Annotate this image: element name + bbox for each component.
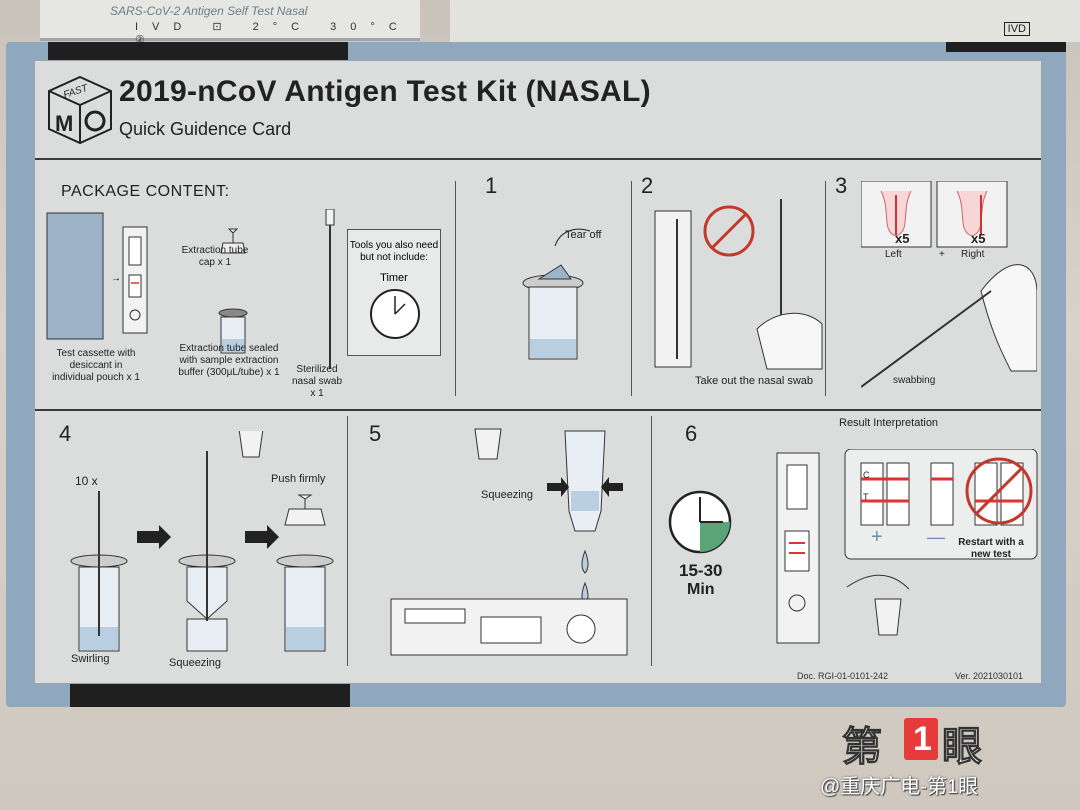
- swirling-label: Swirling: [71, 653, 110, 665]
- result-c-label: C: [863, 470, 870, 480]
- step-3-times-left: x5: [895, 231, 910, 246]
- kit-box-text: SARS-CoV-2 Antigen Self Test Nasal: [110, 4, 308, 18]
- divider-v4: [347, 416, 348, 666]
- svg-text:→: →: [111, 273, 121, 284]
- step-1-number: 1: [485, 173, 498, 198]
- svg-text:M: M: [55, 111, 73, 136]
- timer-icon: [370, 289, 420, 339]
- background-boxes: SARS-CoV-2 Antigen Self Test Nasal IVD ⊡…: [0, 0, 1080, 46]
- watermark-badge: 1: [904, 718, 938, 760]
- pouch-icon: [46, 212, 104, 340]
- swab-icon: [325, 209, 335, 226]
- push-firmly-label: Push firmly: [271, 473, 326, 485]
- package-illustrations: →: [46, 209, 335, 369]
- step-2-swab-icon: [654, 199, 823, 370]
- tear-off-label: Tear off: [565, 229, 602, 241]
- card-title: 2019-nCoV Antigen Test Kit (NASAL): [119, 75, 651, 108]
- svg-text:FAST: FAST: [62, 83, 90, 101]
- result-negative-sign: —: [927, 527, 945, 547]
- kit-box-left: SARS-CoV-2 Antigen Self Test Nasal IVD ⊡…: [40, 0, 420, 46]
- step-3-nose-icon: [861, 181, 1037, 388]
- swab-label: Sterilized nasal swab x 1: [291, 364, 343, 399]
- step-4-number: 4: [59, 421, 72, 446]
- card-inner: FAST M 2019-nCoV Antigen Test Kit (NASAL…: [34, 60, 1042, 684]
- divider-v2: [631, 181, 632, 396]
- step-5-illustration: [390, 428, 628, 656]
- tools-box: Tools you also need but not include: Tim…: [347, 229, 441, 356]
- divider-v5: [651, 416, 652, 666]
- step-5-number: 5: [369, 421, 382, 446]
- package-content-title: PACKAGE CONTENT:: [61, 183, 230, 200]
- result-restart-label: Restart with a new test: [958, 537, 1024, 560]
- step-3-right: Right: [961, 249, 985, 260]
- ivd-symbol: IVD: [1003, 22, 1030, 36]
- result-t-label: T: [863, 492, 869, 502]
- tube-icon: [218, 308, 248, 318]
- timer-label: Timer: [380, 272, 408, 284]
- step-4-illustration: [70, 431, 334, 652]
- cap-label: Extraction tube cap x 1: [181, 245, 249, 268]
- fastmo-logo-icon: FAST M: [48, 75, 112, 145]
- divider-top: [35, 158, 1041, 160]
- version-number: Ver. 2021030101: [955, 671, 1024, 681]
- cap-icon: [220, 228, 246, 254]
- step-5-squeezing-label: Squeezing: [481, 489, 533, 501]
- watermark-logo-left: 第: [842, 725, 883, 770]
- result-interpretation-illustration: [776, 449, 1038, 644]
- doc-number: Doc. RGI-01-0101-242: [797, 671, 889, 681]
- kit-box-right: IVD: [450, 0, 1080, 42]
- result-positive-sign: +: [871, 526, 883, 548]
- result-interpretation-title: Result Interpretation: [839, 417, 939, 429]
- step-3-times-right: x5: [971, 231, 986, 246]
- step-4-squeezing-label: Squeezing: [169, 657, 221, 669]
- step-6-number: 6: [685, 421, 698, 446]
- watermark-logo-right: 眼: [942, 725, 983, 770]
- step-2-number: 2: [641, 173, 654, 198]
- guidance-card: FAST M 2019-nCoV Antigen Test Kit (NASAL…: [6, 42, 1066, 707]
- card-edge-dark-right: [946, 42, 1066, 52]
- cassette-label: Test cassette with desiccant in individu…: [52, 348, 140, 383]
- step-1-tube-icon: [522, 228, 591, 360]
- step-3-plus: +: [939, 249, 945, 260]
- step-3-caption: swabbing: [893, 375, 936, 386]
- card-edge-dark: [48, 42, 348, 62]
- card-subtitle: Quick Guidence Card: [119, 119, 292, 139]
- step-4-times: 10 x: [75, 474, 98, 488]
- step-3-left: Left: [885, 249, 902, 260]
- timer-duration: 15-30: [679, 561, 723, 580]
- step-6-timer-icon: [668, 490, 732, 554]
- watermark-logo: 第 1 眼: [842, 712, 1022, 770]
- divider-v3: [825, 181, 826, 396]
- divider-v1: [455, 181, 456, 396]
- divider-middle: [35, 409, 1041, 411]
- tube-label: Extraction tube sealed with sample extra…: [178, 343, 280, 378]
- step-2-caption: Take out the nasal swab: [695, 375, 814, 387]
- kit-box-symbols: IVD ⊡ 2°C 30°C ②: [135, 21, 411, 46]
- tools-heading: Tools you also need but not include:: [349, 240, 439, 263]
- timer-unit: Min: [687, 581, 715, 598]
- step-3-number: 3: [835, 173, 848, 198]
- watermark-logo-num: 1: [913, 720, 932, 758]
- watermark-account: @重庆广电-第1眼: [820, 776, 979, 798]
